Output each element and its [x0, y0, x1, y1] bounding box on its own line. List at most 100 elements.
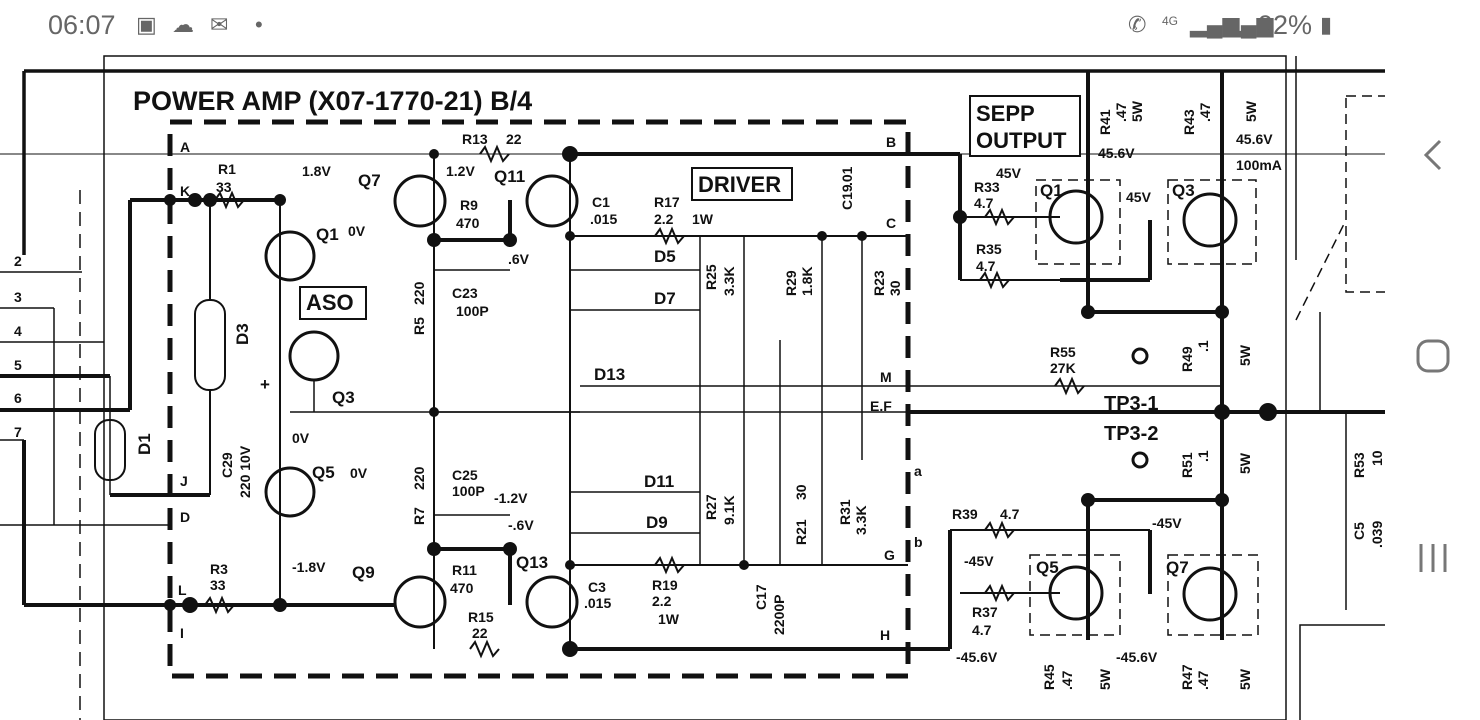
q5-label: Q5 [312, 463, 335, 482]
d1-label: D1 [135, 433, 154, 455]
c25-value: 100P [452, 483, 485, 499]
c23-label: C23 [452, 285, 478, 301]
r13-label: R13 [462, 131, 488, 147]
r17-watt: 1W [692, 211, 714, 227]
home-button[interactable] [1385, 316, 1480, 396]
node-a-lower: a [914, 463, 922, 479]
recents-button[interactable] [1385, 518, 1480, 598]
v-r11: -.6V [508, 517, 534, 533]
node-d: D [180, 509, 190, 525]
pin-7: 7 [14, 424, 22, 440]
q1-label: Q1 [316, 225, 339, 244]
r27-label: R27 [703, 494, 719, 520]
signal-icon-2: ▂▄▆ [1224, 12, 1274, 37]
v-bot1: -45.6V [956, 649, 998, 665]
home-icon [1416, 339, 1449, 373]
r1-value: 33 [216, 179, 232, 195]
v-q5b: -45V [964, 553, 994, 569]
navigation-bar [1385, 0, 1480, 720]
d5-label: D5 [654, 247, 676, 266]
r17-label: R17 [654, 194, 680, 210]
clock: 06:07 [48, 10, 116, 40]
driver-box [691, 167, 793, 201]
v-q7: 1.8V [302, 163, 331, 179]
r19-value: 2.2 [652, 593, 672, 609]
v-c25: -1.2V [494, 490, 528, 506]
node-c: C [886, 215, 896, 231]
v-bot2: -45.6V [1116, 649, 1158, 665]
r19-watt: 1W [658, 611, 680, 627]
r45-watt: 5W [1097, 668, 1113, 690]
r21-value: 30 [793, 484, 809, 500]
r43-label: R43 [1181, 109, 1197, 135]
r3-value: 33 [210, 577, 226, 593]
r29-value: 1.8K [799, 266, 815, 296]
aso-label: ASO [306, 290, 354, 315]
r43-watt: 5W [1243, 100, 1259, 122]
dot-icon: • [255, 12, 263, 37]
sepp-box [969, 95, 1081, 157]
r47-watt: 5W [1237, 668, 1253, 690]
pin-5: 5 [14, 357, 22, 373]
c5-value: .039 [1369, 521, 1385, 548]
battery-level: 92% [1258, 10, 1313, 40]
v-q5: 0V [350, 465, 368, 481]
r1-label: R1 [218, 161, 236, 177]
gallery-icon: ▣ [136, 12, 157, 37]
v-r43: 45.6V [1236, 131, 1273, 147]
node-ef: E.F [870, 398, 892, 414]
r43-value: .47 [1197, 102, 1213, 122]
pin-4: 4 [14, 323, 22, 339]
r33-value: 4.7 [974, 195, 994, 211]
v-r9: .6V [508, 251, 530, 267]
r45-label: R45 [1041, 664, 1057, 690]
r37-label: R37 [972, 604, 998, 620]
plus-sign: + [260, 375, 270, 394]
node-j: J [180, 473, 188, 489]
r11-value: 470 [450, 580, 474, 596]
r15-value: 22 [472, 625, 488, 641]
node-b-lower: b [914, 534, 923, 550]
q3b-label: Q3 [1172, 181, 1195, 200]
r39-label: R39 [952, 506, 978, 522]
v-q1b: 45V [996, 165, 1022, 181]
r25-label: R25 [703, 264, 719, 290]
r19-label: R19 [652, 577, 678, 593]
chat-icon: ✉ [210, 12, 229, 37]
v-r43-current: 100mA [1236, 157, 1282, 173]
4g-icon: 4G [1162, 14, 1179, 28]
q3-label: Q3 [332, 388, 355, 407]
d7-label: D7 [654, 289, 676, 308]
r55-value: 27K [1050, 360, 1076, 376]
r3-label: R3 [210, 561, 228, 577]
node-a: A [180, 139, 190, 155]
r29-label: R29 [783, 270, 799, 296]
node-h: H [880, 627, 890, 643]
back-button[interactable] [1385, 115, 1480, 195]
r49-value: .1 [1195, 340, 1211, 352]
r9-label: R9 [460, 197, 478, 213]
r23-label: R23 [871, 270, 887, 296]
node-k: K [180, 183, 190, 199]
v-q9: -1.8V [292, 559, 326, 575]
v-top: 45.6V [1098, 145, 1135, 161]
pin-2: 2 [14, 253, 22, 269]
r7-label: R7 [411, 507, 427, 525]
r35-label: R35 [976, 241, 1002, 257]
r41-label: R41 [1097, 109, 1113, 135]
d11-label: D11 [644, 472, 674, 491]
pin-6: 6 [14, 390, 22, 406]
v-neg: -45V [1152, 515, 1182, 531]
r7-value: 220 [411, 466, 427, 490]
r49-watt: 5W [1237, 344, 1253, 366]
r25-value: 3.3K [721, 266, 737, 296]
r5-value: 220 [411, 281, 427, 305]
r41-watt: 5W [1129, 100, 1145, 122]
sepp-label: SEPP [976, 101, 1035, 126]
c29-value: 220 10V [237, 445, 253, 498]
battery-icon: ▮ [1320, 12, 1333, 37]
tp3-2-label: TP3-2 [1104, 423, 1158, 445]
v-q11: 1.2V [446, 163, 475, 179]
c1-value: .015 [590, 211, 617, 227]
c5-label: C5 [1351, 522, 1367, 540]
